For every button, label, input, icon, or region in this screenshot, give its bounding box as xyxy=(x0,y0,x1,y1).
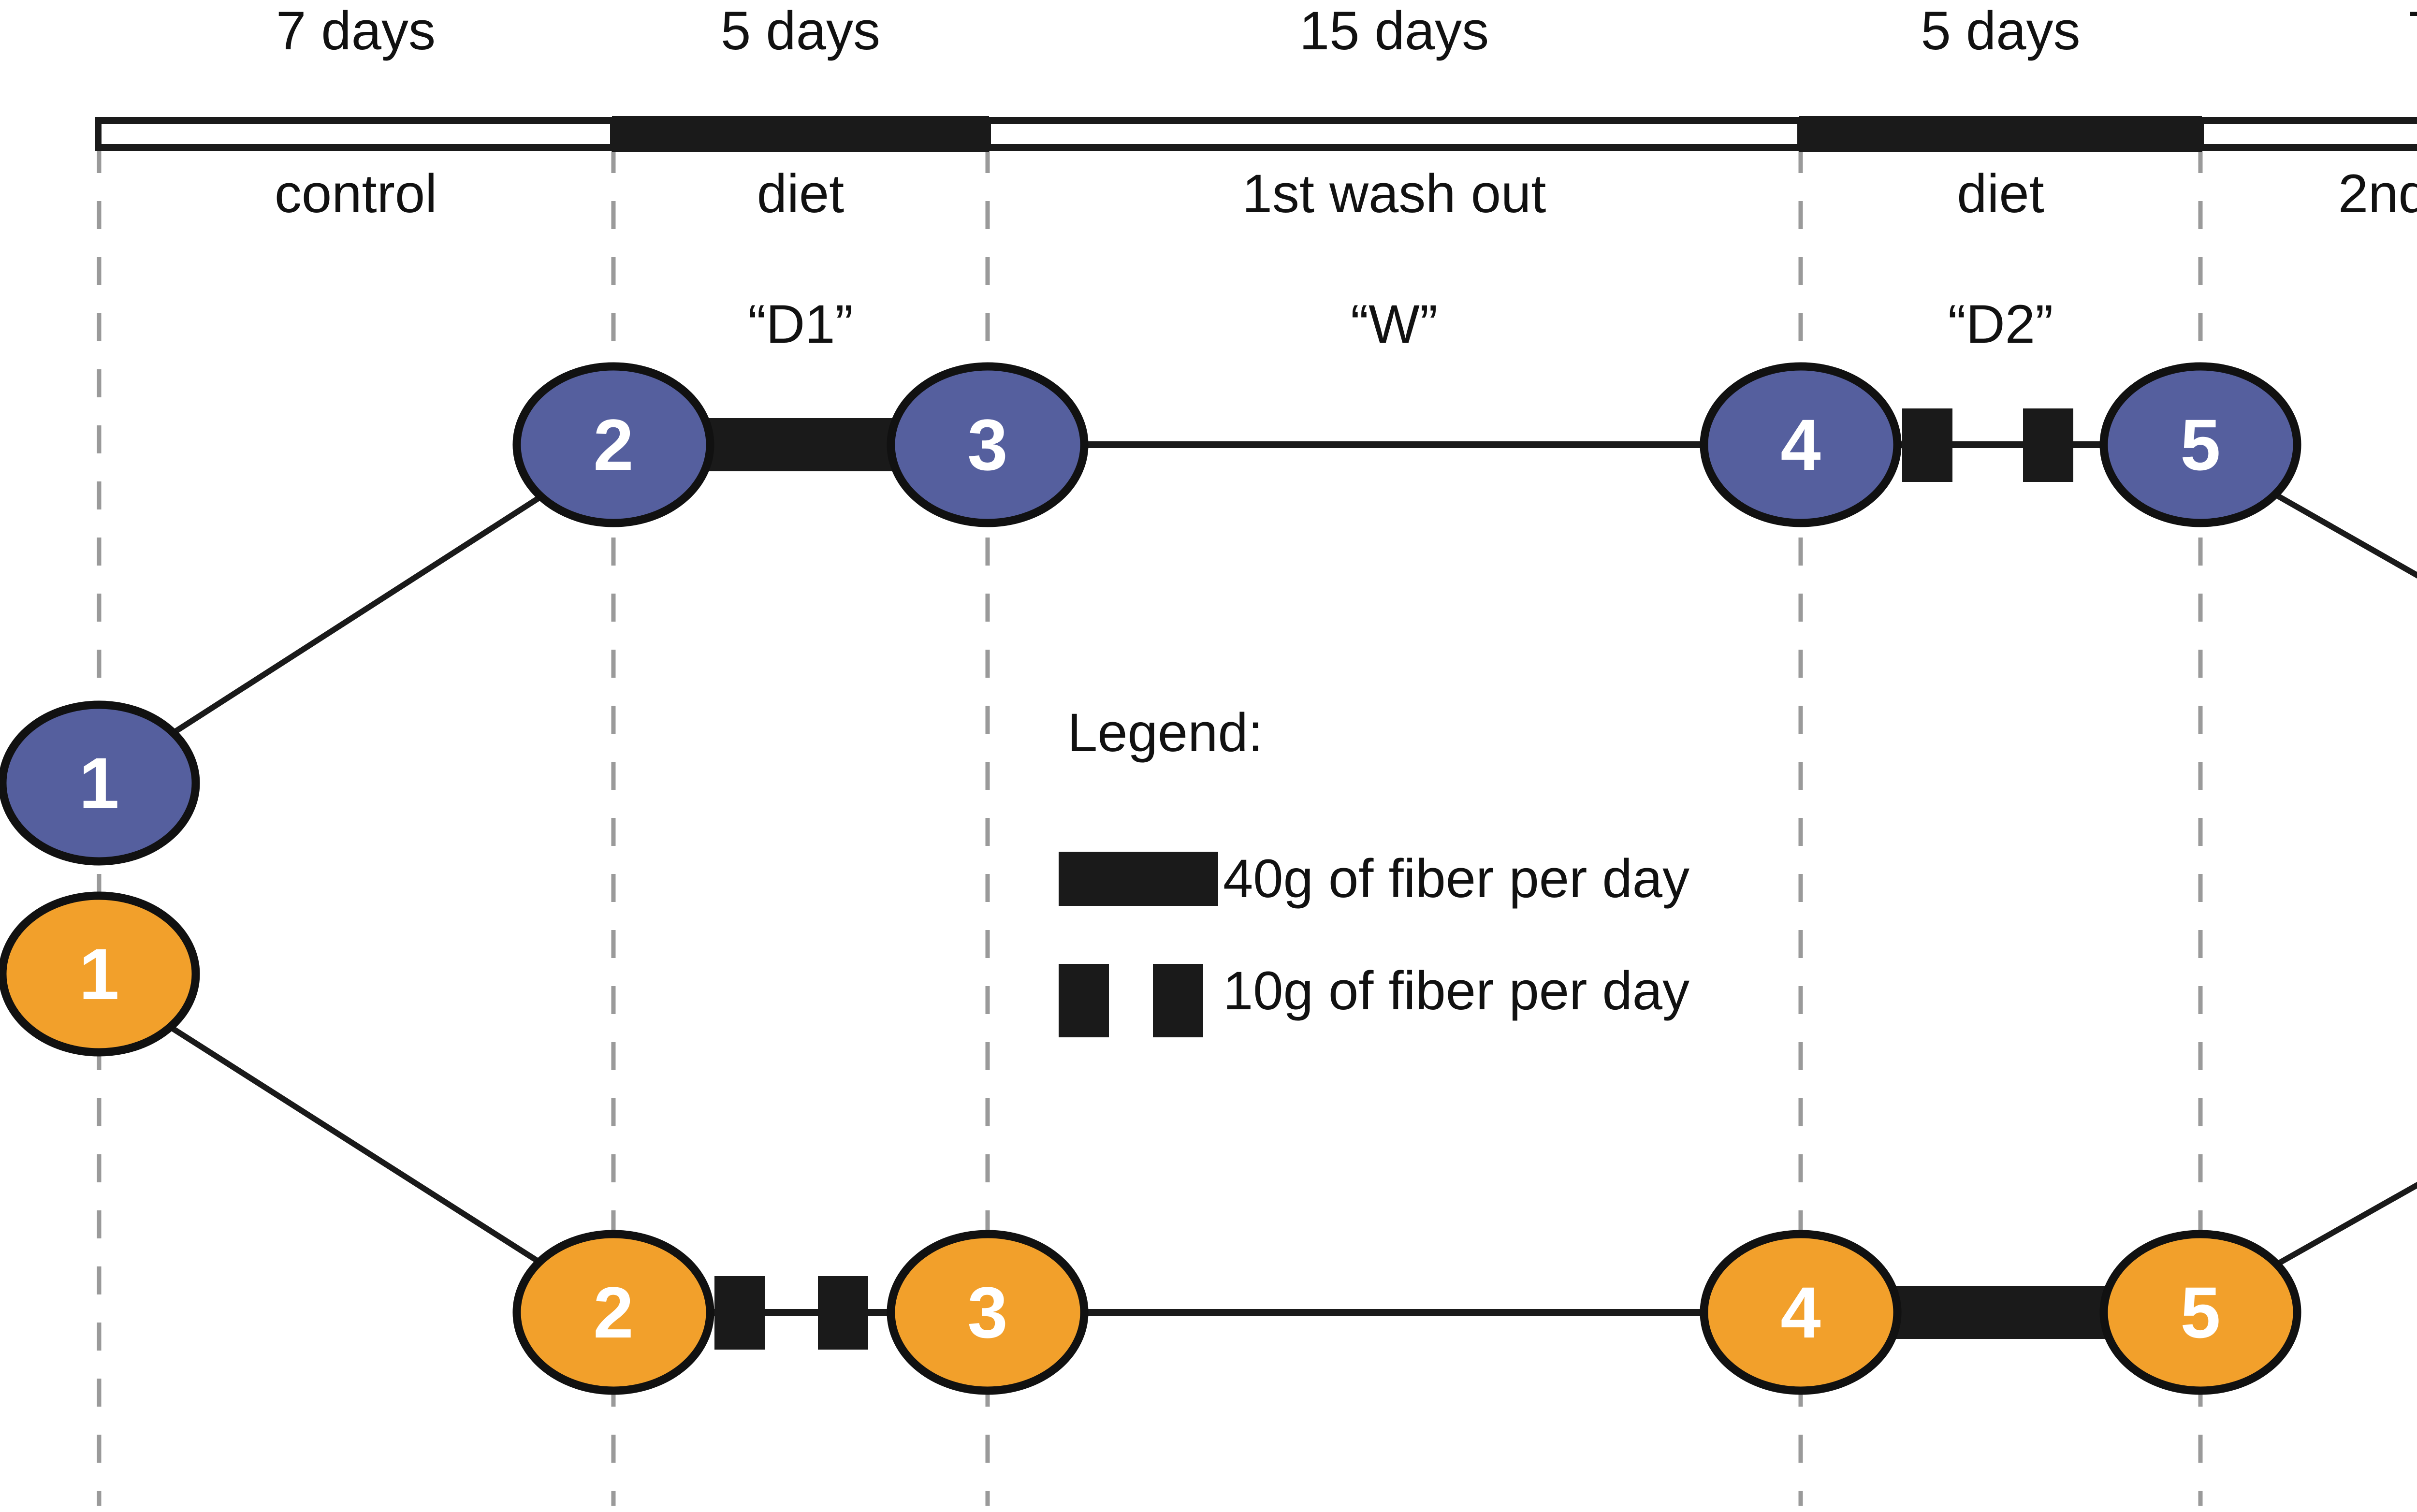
legend-label-high-fiber: 40g of fiber per day xyxy=(1223,848,1690,909)
orange-connector-2-3-dot-2 xyxy=(818,1276,868,1350)
blue-connector-5-6 xyxy=(2242,473,2417,579)
blue-node-5[interactable]: 5 xyxy=(2099,362,2301,527)
blue-connector-4-5-dot-1 xyxy=(1902,408,1952,482)
phase-duration-diet-1: 5 days xyxy=(721,0,880,61)
orange-node-4[interactable]: 4 xyxy=(1700,1230,1902,1395)
timeline-segment-first-washout xyxy=(984,117,1804,151)
blue-node-4[interactable]: 4 xyxy=(1700,362,1902,527)
blue-node-3[interactable]: 3 xyxy=(887,362,1089,527)
period-code-w: “W” xyxy=(1350,294,1438,354)
orange-node-4-label: 4 xyxy=(1780,1272,1820,1353)
orange-connector-5-6 xyxy=(2242,1181,2417,1286)
timeline-segment-diet-1 xyxy=(612,116,989,152)
orange-arm-connectors xyxy=(138,1005,2417,1350)
legend-swatch-solid-bar-icon xyxy=(1059,852,1218,906)
orange-node-5[interactable]: 5 xyxy=(2099,1230,2301,1395)
phase-duration-diet-2: 5 days xyxy=(1921,0,2081,61)
blue-arm-nodes: 1 2 3 4 5 6 xyxy=(0,362,2301,866)
blue-connector-4-5-dot-2 xyxy=(2023,408,2073,482)
phase-duration-second-washout: 7 days xyxy=(2200,4,2417,58)
timeline-bar xyxy=(95,116,2417,152)
legend-label-low-fiber: 10g of fiber per day xyxy=(1223,960,1690,1021)
orange-connector-1-2 xyxy=(138,1005,575,1286)
blue-node-4-label: 4 xyxy=(1780,404,1820,485)
phase-name-diet-2: diet xyxy=(1957,163,2044,224)
orange-connector-2-3-dot-1 xyxy=(714,1276,765,1350)
legend-swatches xyxy=(1059,852,1218,1037)
phase-name-control: control xyxy=(274,163,437,224)
phase-duration-first-washout: 15 days xyxy=(1299,0,1489,61)
blue-node-2[interactable]: 2 xyxy=(512,362,714,527)
blue-node-3-label: 3 xyxy=(967,404,1007,485)
period-code-d1: “D1” xyxy=(748,294,853,354)
orange-node-2-label: 2 xyxy=(593,1272,633,1353)
orange-node-3-label: 3 xyxy=(967,1272,1007,1353)
blue-node-5-label: 5 xyxy=(2180,404,2220,485)
timeline-segment-diet-2 xyxy=(1799,116,2202,152)
orange-node-2[interactable]: 2 xyxy=(512,1230,714,1395)
timeline-segment-control xyxy=(95,117,617,151)
orange-node-1-label: 1 xyxy=(79,933,119,1015)
blue-arm-connectors xyxy=(138,408,2417,757)
blue-connector-1-2 xyxy=(138,473,575,757)
timeline-segment-second-washout xyxy=(2197,117,2417,151)
blue-node-1[interactable]: 1 xyxy=(0,700,200,866)
phase-duration-control: 7 days xyxy=(276,0,436,61)
orange-arm-nodes: 1 2 3 4 5 6 xyxy=(0,891,2301,1395)
orange-node-1[interactable]: 1 xyxy=(0,891,200,1057)
orange-connector-4-5-thick-bar xyxy=(1859,1286,2141,1339)
orange-node-3[interactable]: 3 xyxy=(887,1230,1089,1395)
legend-title: Legend: xyxy=(1067,702,1263,763)
legend-swatch-dotted-bar-dot-2-icon xyxy=(1153,964,1203,1037)
phase-name-second-washout: 2nd wash out xyxy=(2338,163,2417,224)
blue-node-2-label: 2 xyxy=(593,404,633,485)
orange-node-5-label: 5 xyxy=(2180,1272,2220,1353)
legend-swatch-dotted-bar-dot-1-icon xyxy=(1059,964,1109,1037)
blue-node-1-label: 1 xyxy=(79,742,119,824)
phase-name-diet-1: diet xyxy=(757,163,844,224)
phase-name-first-washout: 1st wash out xyxy=(1242,163,1546,224)
period-code-d2: “D2” xyxy=(1948,294,2053,354)
